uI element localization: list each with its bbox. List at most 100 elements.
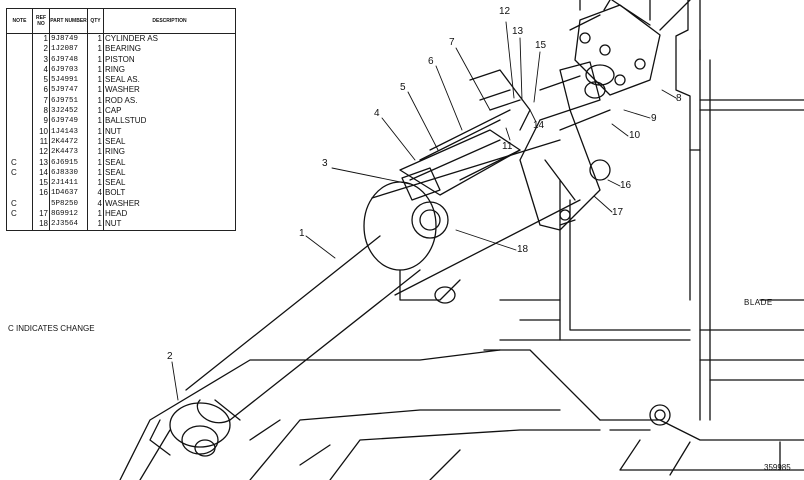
cell-note [7, 106, 33, 117]
cell-qty: 4 [88, 188, 104, 199]
callout-3: 3 [322, 158, 328, 169]
cell-ref: 2 [33, 44, 50, 55]
cell-part: 6J9751 [50, 95, 88, 107]
callout-16: 16 [620, 180, 632, 191]
cell-part: 8G9912 [50, 209, 88, 220]
cell-part: 5J9747 [50, 85, 88, 96]
cell-ref: 10 [33, 126, 50, 137]
cell-desc: SEAL AS. [105, 75, 140, 85]
header-note: NOTE [7, 9, 33, 33]
cell-note: C [7, 209, 33, 220]
cell-part: 1J2087 [50, 44, 88, 55]
cell-note [7, 126, 33, 137]
cell-qty: 1 [88, 147, 104, 158]
cell-desc: SEAL [105, 167, 126, 177]
top-end-cap [569, 0, 661, 99]
cell-desc: SEAL [105, 178, 126, 188]
rod [185, 235, 421, 424]
cell-part: 2K4473 [50, 147, 88, 158]
cell-note: C [7, 157, 33, 168]
machine-frame [483, 0, 804, 476]
cell-desc: PISTON [105, 54, 135, 64]
cell-desc: WASHER [105, 85, 140, 95]
cell-ref: 9 [33, 116, 50, 127]
cell-part: 5J4991 [50, 75, 88, 86]
callout-14: 14 [533, 120, 545, 131]
cell-note: C [7, 167, 33, 179]
cell-qty: 1 [88, 44, 104, 55]
cell-qty: 1 [88, 219, 104, 230]
cell-qty: 1 [88, 178, 104, 189]
callout-5: 5 [400, 82, 406, 93]
cell-note [7, 64, 33, 76]
header-ref-no: REF NO [33, 9, 50, 33]
change-note: C INDICATES CHANGE [8, 324, 95, 333]
callout-15: 15 [535, 40, 547, 51]
callout-8: 8 [676, 93, 682, 104]
cell-part: 2J1411 [50, 178, 88, 189]
callout-2: 2 [167, 351, 173, 362]
callout-18: 18 [517, 244, 529, 255]
cell-ref: 11 [33, 136, 50, 148]
cell-desc: RING [105, 147, 125, 157]
cell-qty: 1 [88, 126, 104, 137]
callout-1: 1 [299, 228, 305, 239]
header-qty: QTY [88, 9, 104, 33]
cell-qty: 1 [88, 34, 104, 45]
callout-9: 9 [651, 113, 657, 124]
callout-4: 4 [374, 108, 380, 119]
cell-part: 6J6915 [50, 157, 88, 168]
callout-13: 13 [512, 26, 524, 37]
cell-note [7, 136, 33, 148]
header-part-number: PART NUMBER [50, 9, 88, 33]
cell-part: 2K4472 [50, 136, 88, 148]
cell-note [7, 219, 33, 230]
cell-note [7, 34, 33, 45]
cell-ref: 4 [33, 64, 50, 76]
parts-list-table: NOTE REF NO PART NUMBER QTY DESCRIPTION … [6, 8, 236, 231]
cell-qty: 1 [88, 167, 104, 179]
cell-desc: SEAL [105, 136, 126, 146]
callout-17: 17 [612, 207, 624, 218]
callout-6: 6 [428, 56, 434, 67]
cell-ref: 3 [33, 54, 50, 65]
cell-qty: 1 [88, 95, 104, 107]
cell-qty: 1 [88, 116, 104, 127]
cell-part: 1J4143 [50, 126, 88, 137]
cell-note [7, 54, 33, 65]
cell-ref: 7 [33, 95, 50, 107]
cell-desc: BOLT [105, 188, 126, 198]
cell-qty: 1 [88, 209, 104, 220]
cell-desc: CYLINDER AS [105, 34, 158, 43]
cell-part: 6J9749 [50, 116, 88, 127]
callout-11: 11 [502, 141, 513, 152]
leader-lines [171, 21, 677, 401]
cell-desc: CAP [105, 106, 122, 116]
piston-section [399, 69, 531, 201]
rod-end [149, 399, 241, 457]
cell-desc: SEAL [105, 157, 126, 167]
cell-note [7, 75, 33, 86]
cell-qty: 1 [88, 75, 104, 86]
figure-number: 359985 [764, 463, 791, 472]
cell-note [7, 44, 33, 55]
cell-desc: NUT [105, 219, 122, 229]
cell-note [7, 178, 33, 189]
cell-ref: 18 [33, 219, 50, 230]
cell-note: C [7, 198, 33, 210]
cell-part: 9J8749 [50, 34, 88, 45]
cell-note [7, 85, 33, 96]
cell-qty: 1 [88, 85, 104, 96]
